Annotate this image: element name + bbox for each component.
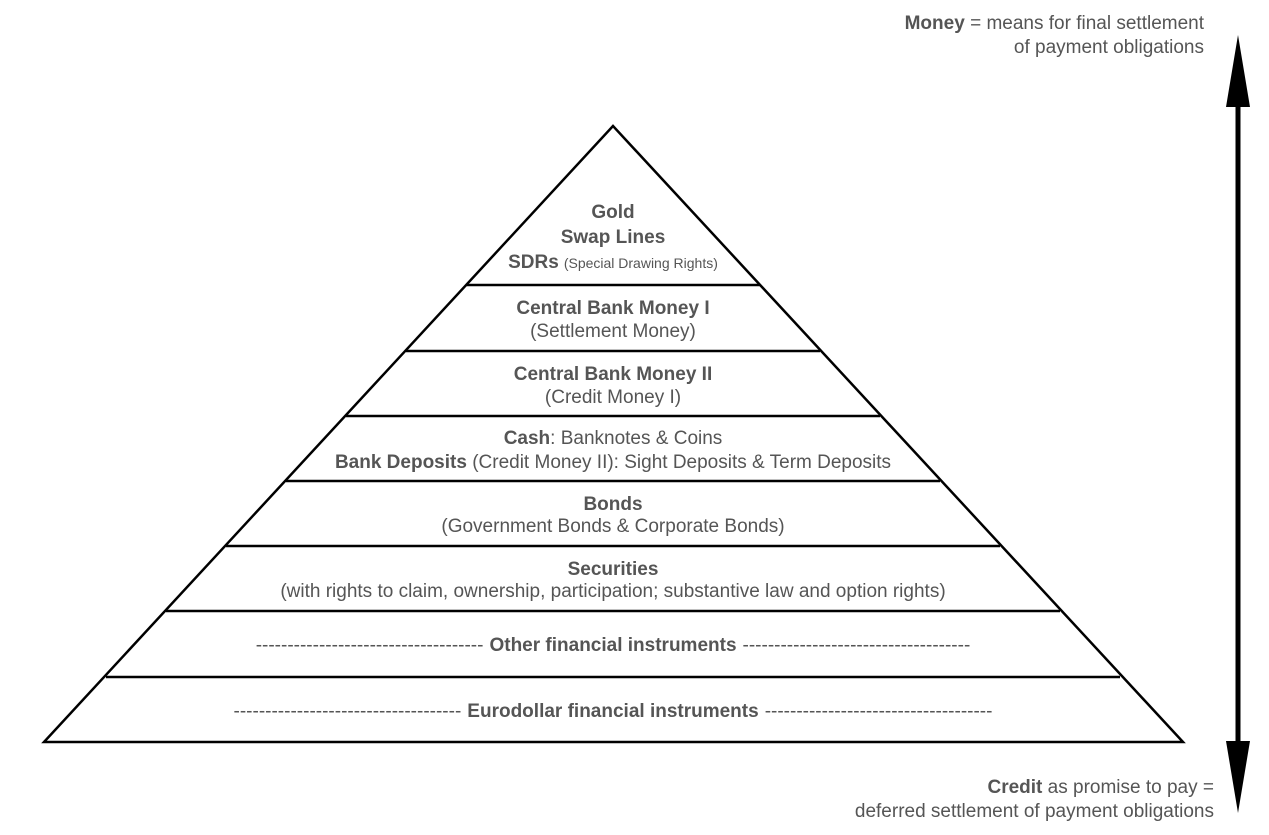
layer-sdrs-label: SDRs [508, 252, 559, 273]
svg-text:------------------------------: ------------------------------------Euro… [234, 701, 993, 722]
layer-title: Securities [568, 559, 659, 580]
layer-gold-label: Gold [591, 202, 634, 223]
layer-title: Other financial instruments [489, 635, 736, 656]
layer-title: Bonds [583, 494, 642, 515]
svg-text:------------------------------: ------------------------------------Othe… [256, 635, 971, 656]
money-caption-rest: = means for final settlement [965, 13, 1205, 34]
svg-text:Credit as promise to pay =: Credit as promise to pay = [987, 777, 1214, 798]
layer-title: Central Bank Money II [514, 364, 713, 385]
svg-text:SDRs(Special Drawing Rights): SDRs (Special Drawing Rights) [508, 252, 718, 273]
layer-title: Eurodollar financial instruments [467, 701, 758, 722]
svg-text:Money = means for final settle: Money = means for final settlement [905, 13, 1205, 34]
money-caption-bold: Money [905, 13, 966, 34]
money-caption: Money = means for final settlement of pa… [905, 13, 1205, 58]
bank-deposits-detail: (Credit Money II): Sight Deposits & Term… [467, 452, 891, 473]
layer-central-bank-money-2: Central Bank Money II (Credit Money I) [514, 364, 713, 408]
layer-eurodollar-instruments: ------------------------------------Euro… [234, 701, 993, 722]
layer-central-bank-money-1: Central Bank Money I (Settlement Money) [516, 298, 709, 342]
credit-caption-line2: deferred settlement of payment obligatio… [855, 801, 1214, 822]
layer-other-instruments: ------------------------------------Othe… [256, 635, 971, 656]
layer-cash-deposits: Cash: Banknotes & Coins Bank Deposits (C… [335, 428, 891, 473]
layer-subtitle: (Settlement Money) [530, 321, 696, 342]
pyramid-outline [41, 124, 1186, 744]
pyramid [41, 124, 1186, 744]
money-caption-line2: of payment obligations [1014, 37, 1204, 58]
credit-caption-rest: as promise to pay = [1042, 777, 1214, 798]
dashes-right: ------------------------------------ [765, 701, 993, 722]
svg-text:Cash: Banknotes & Coins: Cash: Banknotes & Coins [504, 428, 723, 449]
layer-title: Central Bank Money I [516, 298, 709, 319]
arrow-down-head-icon [1226, 741, 1250, 813]
cash-detail: : Banknotes & Coins [550, 428, 722, 449]
layer-sdrs-note: (Special Drawing Rights) [564, 255, 718, 271]
cash-label: Cash [504, 428, 550, 449]
layer-bonds: Bonds (Government Bonds & Corporate Bond… [441, 494, 784, 537]
credit-caption-bold: Credit [987, 777, 1043, 798]
layer-subtitle: (Credit Money I) [545, 387, 681, 408]
dashes-right: ------------------------------------ [743, 635, 971, 656]
dashes-left: ------------------------------------ [234, 701, 462, 722]
dashes-left: ------------------------------------ [256, 635, 484, 656]
bank-deposits-label: Bank Deposits [335, 452, 467, 473]
svg-text:Bank Deposits (Credit Money II: Bank Deposits (Credit Money II): Sight D… [335, 452, 891, 473]
layer-swap-lines-label: Swap Lines [561, 227, 666, 248]
double-arrow-icon [1226, 35, 1250, 813]
layer-subtitle: (with rights to claim, ownership, partic… [280, 581, 945, 602]
layer-subtitle: (Government Bonds & Corporate Bonds) [441, 516, 784, 537]
arrow-up-head-icon [1226, 35, 1250, 107]
layer-securities: Securities (with rights to claim, owners… [280, 559, 945, 602]
credit-caption: Credit as promise to pay = deferred sett… [855, 777, 1214, 822]
layer-reserve-assets: Gold Swap Lines SDRs (Special Drawing Rig… [508, 202, 718, 273]
